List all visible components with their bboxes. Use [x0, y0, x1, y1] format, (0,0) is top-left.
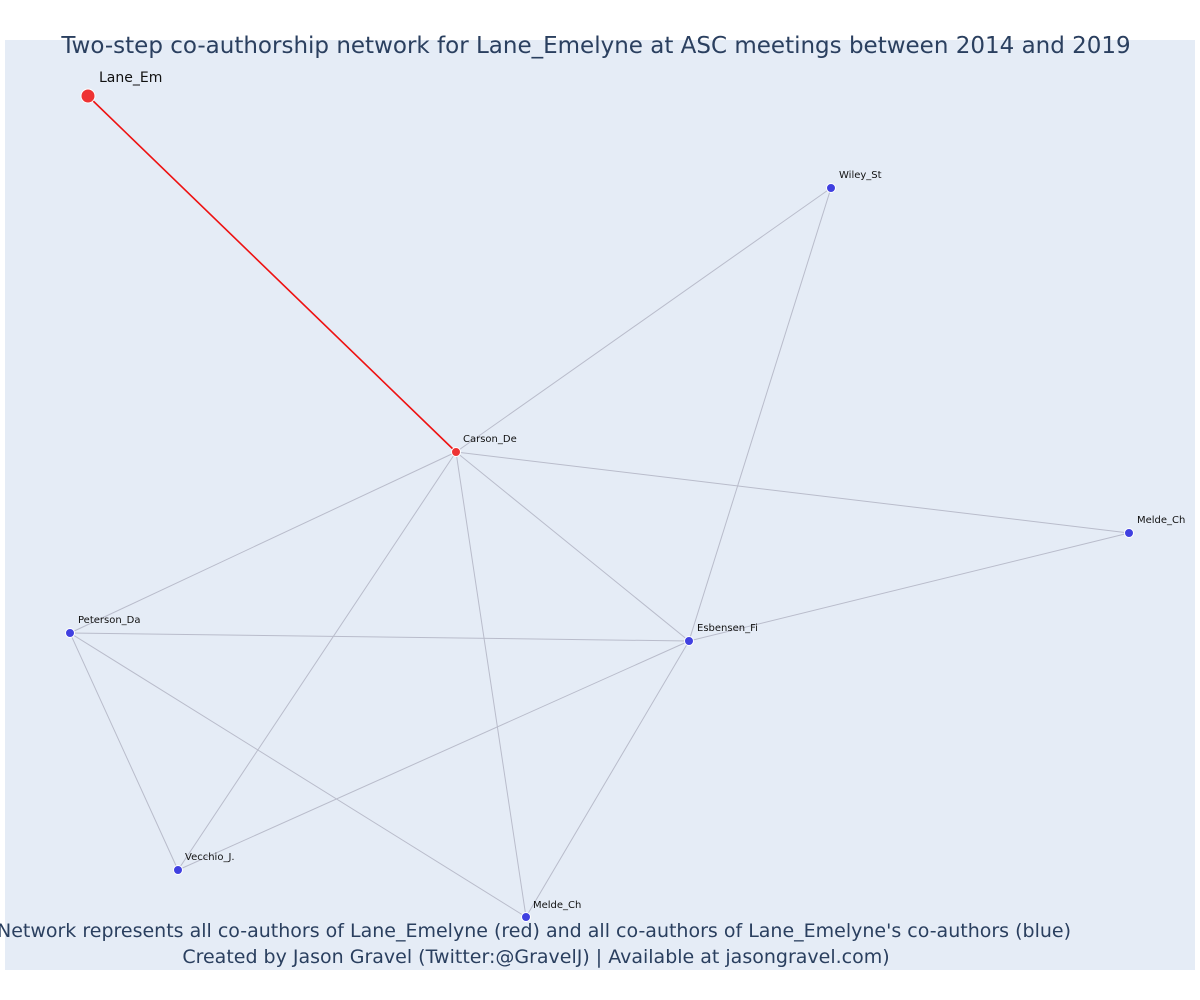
edge-wiley-esbensen — [688, 187, 832, 642]
edge-peterson-esbensen — [69, 632, 690, 642]
edge-peterson-vecchio — [69, 632, 179, 871]
edge-carson-esbensen — [455, 451, 690, 642]
node-label-esbensen: Esbensen_Fi — [697, 623, 758, 634]
nodes-layer — [65, 88, 1134, 922]
caption-line-1: Network represents all co-authors of Lan… — [0, 920, 1071, 942]
caption-line-2: Created by Jason Gravel (Twitter:@Gravel… — [182, 946, 889, 968]
node-carson[interactable] — [451, 447, 461, 457]
node-lane[interactable] — [80, 88, 96, 104]
node-vecchio[interactable] — [173, 865, 183, 875]
edges-layer — [69, 95, 1130, 918]
edge-carson-vecchio — [177, 451, 457, 871]
node-label-carson: Carson_De — [463, 434, 517, 445]
node-label-melde1: Melde_Ch — [1137, 515, 1185, 526]
edge-peterson-melde2 — [69, 632, 527, 918]
edge-esbensen-melde2 — [525, 640, 690, 918]
node-wiley[interactable] — [826, 183, 836, 193]
node-label-melde2: Melde_Ch — [533, 900, 581, 911]
node-melde2[interactable] — [521, 912, 531, 922]
node-label-lane: Lane_Em — [99, 70, 162, 86]
edge-carson-peterson — [69, 451, 457, 634]
node-label-vecchio: Vecchio_J. — [185, 852, 235, 863]
node-esbensen[interactable] — [684, 636, 694, 646]
edge-carson-wiley — [455, 187, 832, 453]
node-peterson[interactable] — [65, 628, 75, 638]
chart-title: Two-step co-authorship network for Lane_… — [60, 33, 1130, 59]
node-melde1[interactable] — [1124, 528, 1134, 538]
edge-carson-melde2 — [455, 451, 527, 918]
node-label-wiley: Wiley_St — [839, 170, 882, 181]
edge-melde1-esbensen — [688, 532, 1130, 642]
edge-esbensen-vecchio — [177, 640, 690, 871]
plot-background — [5, 40, 1195, 970]
labels-layer: Lane_EmCarson_DeWiley_StMelde_ChEsbensen… — [78, 70, 1185, 911]
node-label-peterson: Peterson_Da — [78, 615, 141, 626]
edge-carson-melde1 — [455, 451, 1130, 534]
edge-lane-carson — [87, 95, 457, 453]
